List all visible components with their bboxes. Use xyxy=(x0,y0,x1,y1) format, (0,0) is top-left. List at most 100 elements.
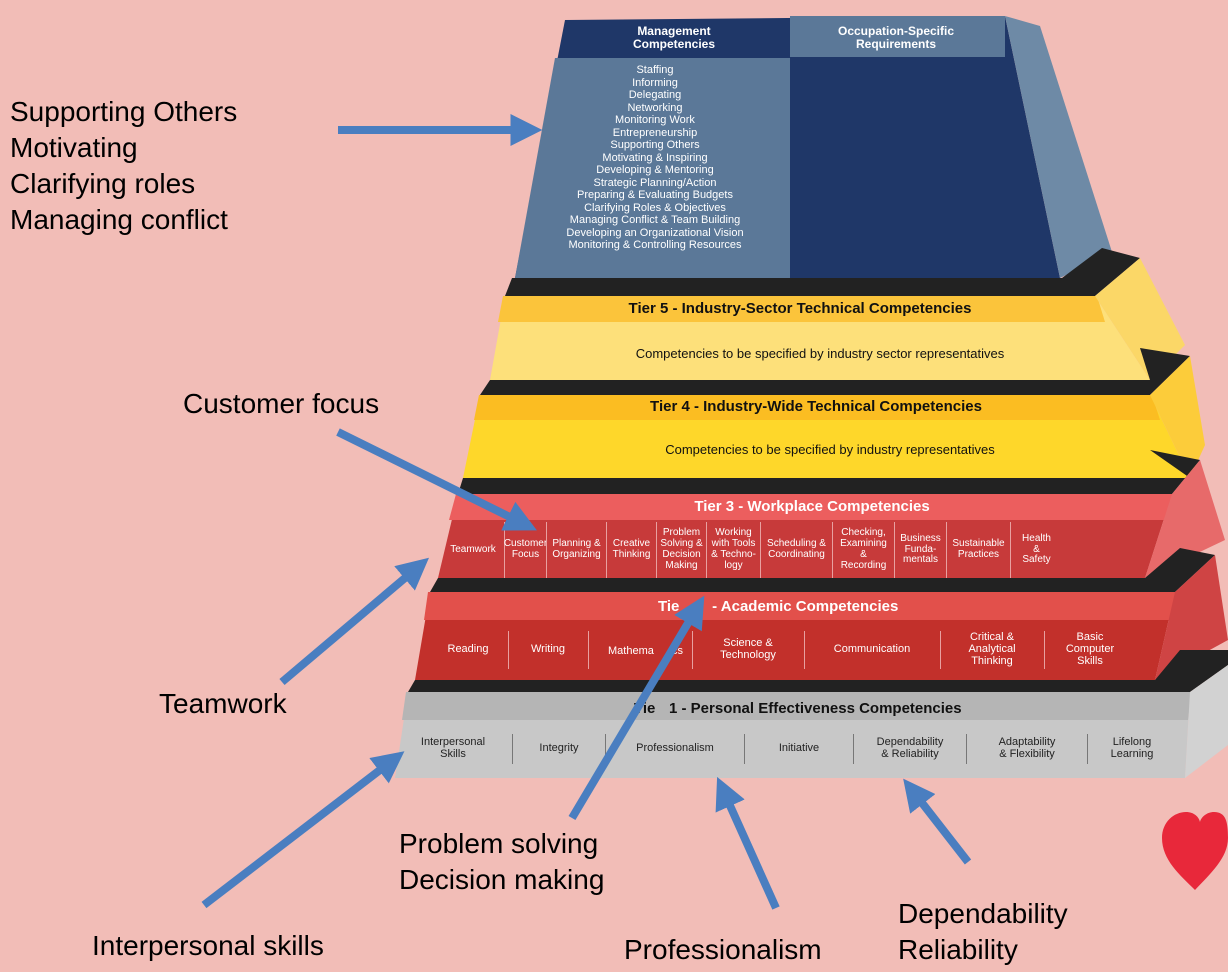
tier2-cell-basic-computer-skills: Basic Computer Skills xyxy=(1065,631,1115,667)
occ-header-right: Occupation-Specific Requirements xyxy=(837,24,955,51)
tier1-cells: Interpersonal Skills Integrity Professio… xyxy=(400,726,1180,772)
mgmt-item: Preparing & Evaluating Budgets xyxy=(577,189,733,201)
shelf-tier4 xyxy=(458,450,1200,494)
mgmt-item: Monitoring Work xyxy=(615,114,695,126)
annotation-customer-focus: Customer focus xyxy=(183,388,380,419)
mgmt-competency-list: Staffing Informing Delegating Networking… xyxy=(540,64,770,252)
shelf-tier2 xyxy=(408,650,1228,692)
tier3-cell-checking: Checking, Examining & Recording xyxy=(832,522,894,578)
divider xyxy=(744,734,745,764)
mgmt-item: Developing an Organizational Vision xyxy=(566,226,744,239)
tier3-cell-teamwork: Teamwork xyxy=(450,543,496,555)
tier3-cell-business-fundamentals: Business Funda- mentals xyxy=(894,522,946,578)
tier3-cell-working-with-tools: Working with Tools & Techno- logy xyxy=(706,522,760,578)
tier3-title: Tier 3 - Workplace Competencies xyxy=(694,497,930,515)
mgmt-item: Networking xyxy=(627,101,683,114)
tier5-title: Tier 5 - Industry-Sector Technical Compe… xyxy=(628,299,972,317)
tier4-header-band xyxy=(474,395,1160,420)
tier1-cell-dependability: Dependability & Reliability xyxy=(876,736,944,760)
tier2-cell-mathematics-right: cs xyxy=(672,645,683,657)
tier1-cell-lifelong-learning: Lifelong Learning xyxy=(1110,736,1154,760)
mgmt-item: Clarifying Roles & Objectives xyxy=(584,201,726,214)
divider xyxy=(804,631,805,669)
mgmt-side-face xyxy=(1005,16,1112,278)
divider xyxy=(1087,734,1088,764)
shelf-tier5 xyxy=(480,348,1190,395)
tier3-cell-health-safety: Health & Safety xyxy=(1010,522,1062,578)
divider xyxy=(692,631,693,669)
divider xyxy=(588,631,589,669)
tier2-cell-writing: Writing xyxy=(530,643,566,656)
arrow-to-dependability xyxy=(903,778,972,865)
mgmt-item: Informing xyxy=(632,76,678,89)
tier3-cell-problem-solving: Problem Solving & Decision Making xyxy=(656,522,706,578)
tier2-cell-reading: Reading xyxy=(447,643,489,656)
tier2-cell-mathematics-left: Mathema xyxy=(608,645,654,657)
tier1-cell-adaptability: Adaptability & Flexibility xyxy=(998,736,1056,760)
mgmt-item: Managing Conflict & Team Building xyxy=(569,214,741,226)
tier1-cell-initiative: Initiative xyxy=(778,742,820,755)
tier3-cells: Teamwork Customer Focus Planning & Organ… xyxy=(442,522,1140,578)
tier2-header-band xyxy=(424,592,1177,620)
tier3-cell-customer-focus: Customer Focus xyxy=(504,522,547,578)
tier1-title-right: 1 - Personal Effectiveness Competencies xyxy=(669,700,962,717)
arrow-to-teamwork xyxy=(279,557,429,686)
tier3-cell-creative-thinking: Creative Thinking xyxy=(606,522,656,578)
divider xyxy=(508,631,509,669)
mgmt-item: Supporting Others xyxy=(610,139,700,151)
mgmt-left-panel xyxy=(515,58,790,278)
tier1-side xyxy=(1185,665,1228,778)
tier3-cell-scheduling: Scheduling & Coordinating xyxy=(760,522,832,578)
mgmt-item: Strategic Planning/Action xyxy=(593,176,717,189)
tier3-cell-planning: Planning & Organizing xyxy=(546,522,606,578)
divider xyxy=(605,734,606,764)
divider xyxy=(940,631,941,669)
tier3-header-band xyxy=(449,494,1174,520)
tier5-header-band xyxy=(498,296,1105,322)
tier2-title-left: Tie xyxy=(658,598,680,615)
occ-header-panel xyxy=(790,16,1005,57)
tier3-side xyxy=(1145,460,1225,578)
tier5-description: Competencies to be specified by industry… xyxy=(635,345,1005,361)
shelf-mgmt xyxy=(505,248,1140,296)
tier2-cell-critical-thinking: Critical & Analytical Thinking xyxy=(968,631,1016,667)
mgmt-item: Motivating & Inspiring xyxy=(602,151,708,164)
arrow-to-professionalism xyxy=(715,776,780,910)
mgmt-item: Delegating xyxy=(628,89,682,101)
mgmt-item: Staffing xyxy=(636,64,674,76)
divider xyxy=(512,734,513,764)
annotation-dependability: Dependability Reliability xyxy=(898,898,1068,965)
mgmt-item: Entrepreneurship xyxy=(612,126,698,139)
arrow-to-problem-solving xyxy=(568,595,705,821)
tier1-header-band xyxy=(402,692,1192,720)
annotation-professionalism: Professionalism xyxy=(624,934,822,965)
tier4-description: Competencies to be specified by industry… xyxy=(665,441,995,457)
mgmt-item: Monitoring & Controlling Resources xyxy=(568,239,742,251)
tier4-title: Tier 4 - Industry-Wide Technical Compete… xyxy=(650,398,982,416)
tier2-title-right: - Academic Competencies xyxy=(708,598,899,615)
shelf-tier3 xyxy=(430,548,1215,592)
tier4-side xyxy=(1150,356,1205,478)
tier2-cell-communication: Communication xyxy=(833,643,911,656)
mgmt-item: Developing & Mentoring xyxy=(596,164,714,176)
tier1-cell-integrity: Integrity xyxy=(539,742,579,755)
arrow-to-customer-focus xyxy=(336,428,537,531)
annotation-problem-solving: Problem solving Decision making xyxy=(399,828,605,895)
divider xyxy=(853,734,854,764)
tier1-cell-professionalism: Professionalism xyxy=(636,742,714,755)
divider xyxy=(966,734,967,764)
tier1-cell-interpersonal-skills: Interpersonal Skills xyxy=(420,736,486,760)
tier5-side xyxy=(1095,258,1185,380)
annotation-interpersonal-skills: Interpersonal skills xyxy=(92,930,324,961)
mgmt-header-left: Management Competencies xyxy=(632,24,716,51)
annotation-management-skills: Supporting Others Motivating Clarifying … xyxy=(10,96,238,235)
tier2-cell-science-technology: Science & Technology xyxy=(720,637,776,661)
annotation-teamwork: Teamwork xyxy=(159,688,287,719)
tier2-cells: Reading Writing Mathema cs Science & Tec… xyxy=(428,625,1158,675)
heart-icon xyxy=(1162,812,1228,890)
tier3-cell-sustainable-practices: Sustainable Practices xyxy=(946,522,1010,578)
divider xyxy=(1044,631,1045,669)
